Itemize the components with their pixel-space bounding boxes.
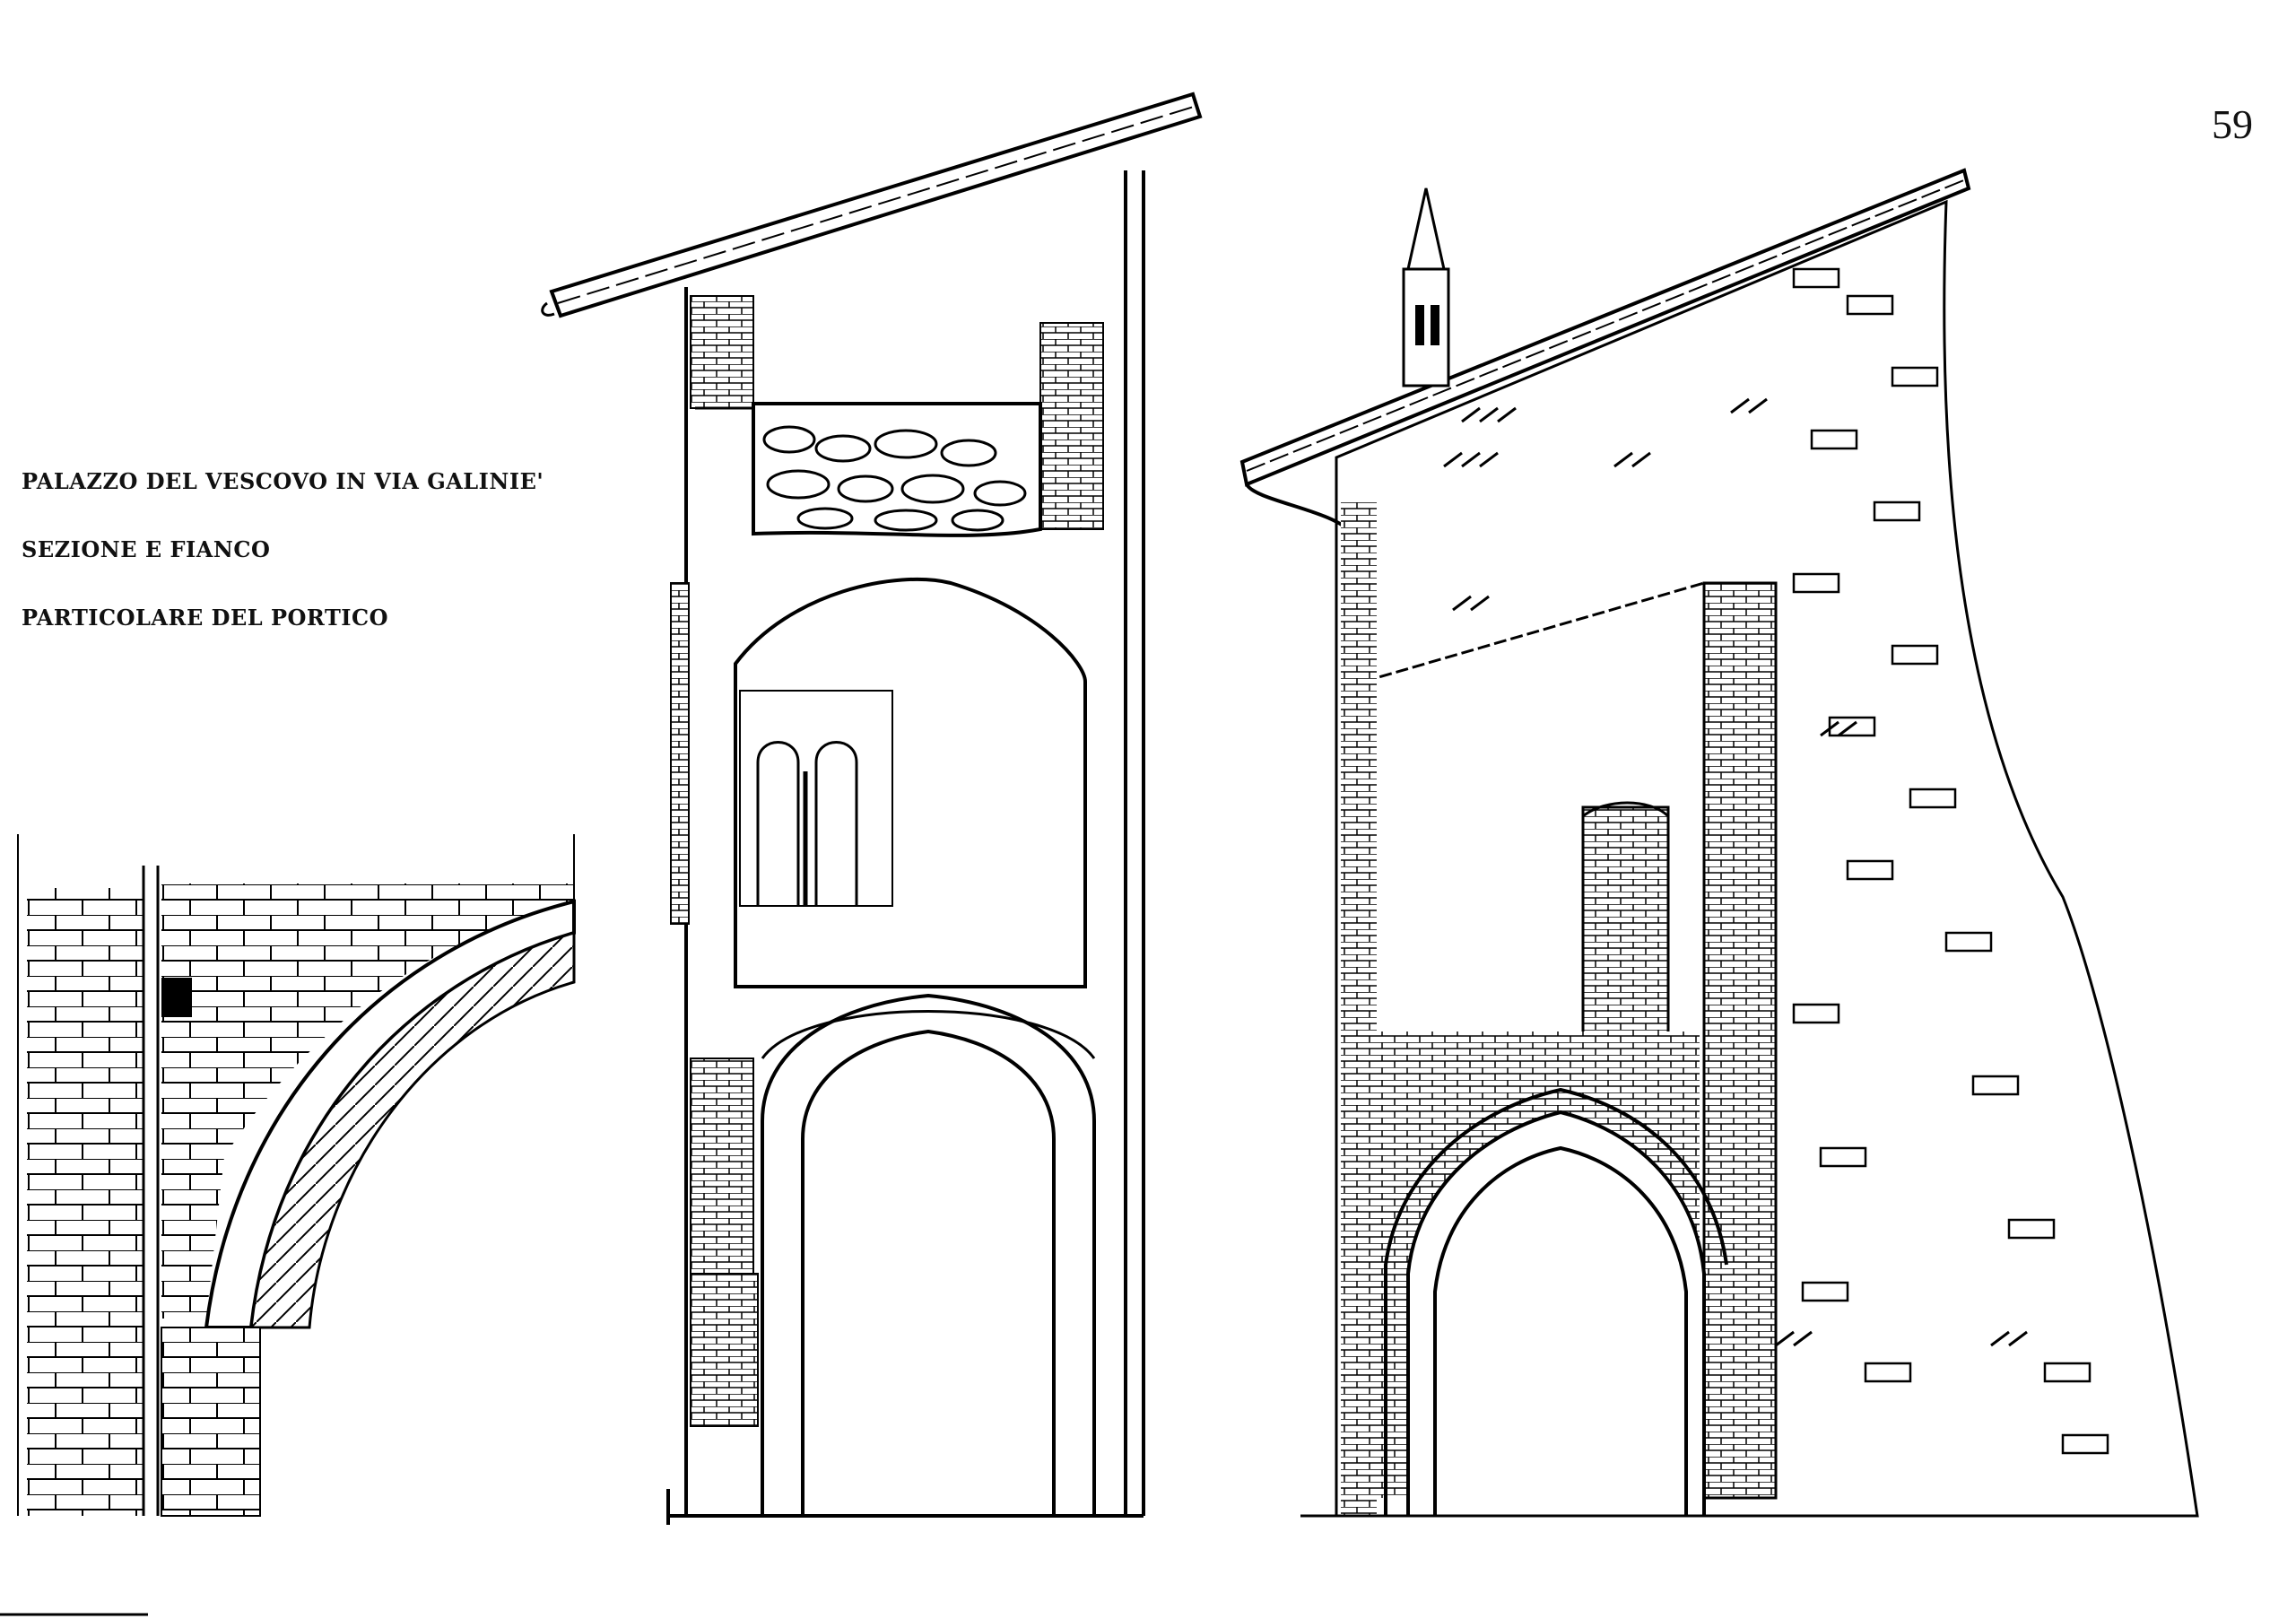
section-drawing: [541, 91, 1203, 1525]
caption-detail: PARTICOLARE DEL PORTICO: [22, 605, 389, 631]
caption-title: PALAZZO DEL VESCOVO IN VIA GALINIE': [22, 468, 544, 494]
portico-detail-drawing: [17, 834, 576, 1517]
page-number: 59: [2212, 101, 2253, 147]
elevation-drawing: [1239, 168, 2199, 1518]
caption-section: SEZIONE E FIANCO: [22, 536, 271, 562]
